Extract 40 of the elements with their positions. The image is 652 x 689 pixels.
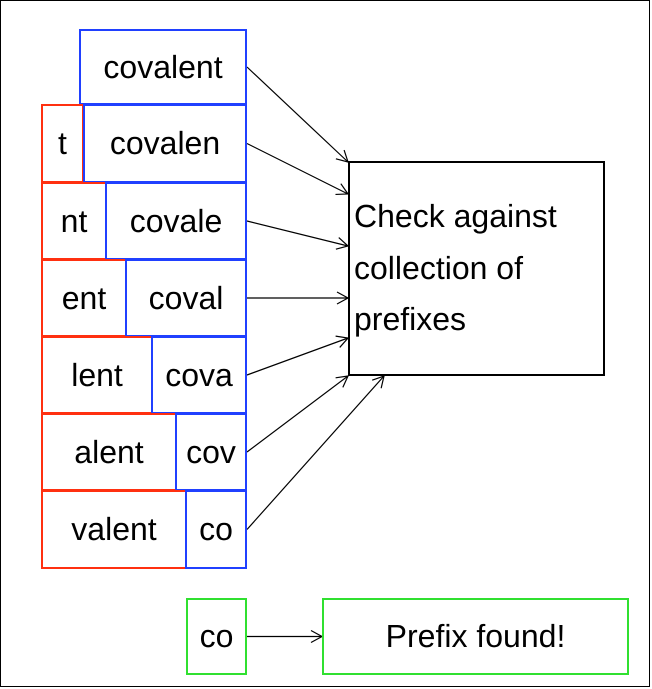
text-box	[41, 336, 153, 414]
text-box	[41, 104, 84, 183]
arrow	[246, 142, 349, 196]
text-box	[41, 182, 107, 260]
arrow	[246, 66, 349, 163]
text-box	[41, 490, 187, 569]
label-text: co	[200, 617, 234, 656]
text-box	[322, 598, 629, 675]
text-box	[186, 598, 247, 675]
text-box	[83, 104, 247, 183]
label-text: co	[199, 510, 233, 549]
label-text: covale	[130, 202, 222, 240]
arrow	[247, 291, 349, 305]
label-text: lent	[71, 356, 123, 394]
label-text: nt	[60, 202, 88, 240]
label-text: alent	[74, 432, 144, 472]
arrow	[246, 375, 385, 530]
label-text: Prefix found!	[386, 617, 566, 656]
text-box	[185, 490, 247, 569]
arrow	[246, 375, 349, 452]
label-text: valent	[71, 510, 157, 549]
label-text: covalen	[110, 124, 220, 163]
text-box	[79, 29, 247, 105]
arrow	[247, 630, 323, 644]
text-box	[41, 413, 177, 491]
text-box	[151, 336, 247, 414]
label-text: Check against collection of prefixes	[354, 196, 558, 340]
label-text: coval	[148, 278, 224, 318]
label-text: covalent	[103, 48, 223, 86]
arrow	[246, 336, 349, 376]
text-box	[105, 182, 247, 260]
arrow	[246, 220, 349, 250]
text-box	[41, 259, 127, 337]
label-text: ent	[62, 278, 106, 318]
text-box	[125, 259, 247, 337]
label-text: cov	[186, 432, 236, 472]
label-text: cova	[165, 356, 233, 394]
label-text: t	[58, 124, 67, 163]
text-box	[175, 413, 247, 491]
process-box	[348, 161, 605, 376]
